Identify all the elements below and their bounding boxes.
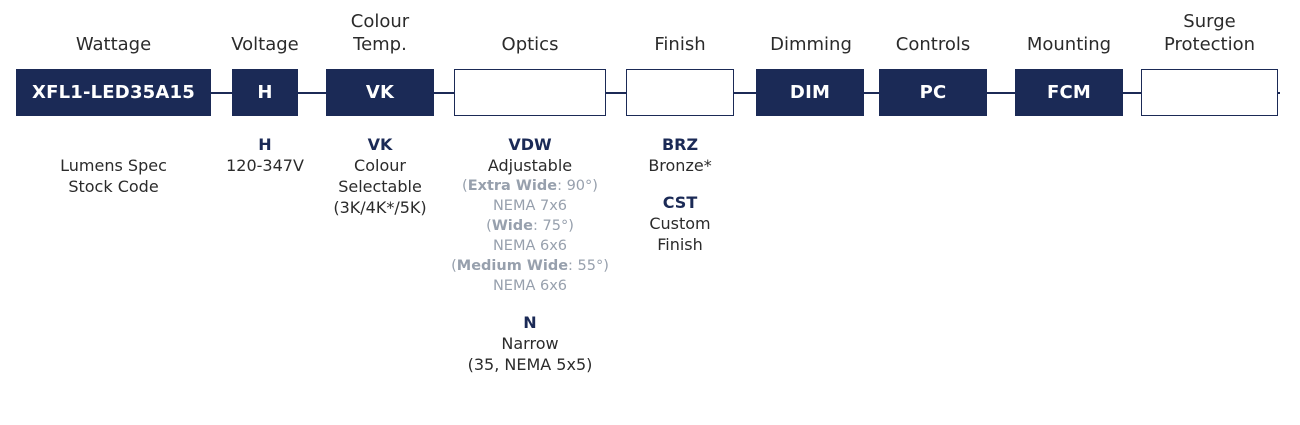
connector-line xyxy=(205,92,1280,94)
wattage-line2: Stock Code xyxy=(68,177,159,196)
heading-controls: Controls xyxy=(895,34,971,55)
heading-mounting: Mounting xyxy=(1026,34,1112,55)
heading-wattage: Wattage xyxy=(75,34,152,55)
colour-temp-code: VK xyxy=(367,135,393,154)
options-colour-temp: VK Colour Selectable (3K/4K*/5K) xyxy=(316,134,444,218)
box-finish[interactable] xyxy=(626,69,734,116)
voltage-code: H xyxy=(258,135,272,154)
box-voltage: H xyxy=(232,69,298,116)
heading-optics: Optics xyxy=(501,34,559,55)
heading-voltage: Voltage xyxy=(231,34,299,55)
box-surge-protection[interactable] xyxy=(1141,69,1278,116)
box-wattage: XFL1-LED35A15 xyxy=(16,69,211,116)
colour-temp-line2: Selectable xyxy=(338,177,422,196)
voltage-desc: 120-347V xyxy=(226,156,304,175)
colour-temp-line3: (3K/4K*/5K) xyxy=(333,198,427,217)
finish-cst-code: CST xyxy=(662,193,698,212)
box-colour-temp: VK xyxy=(326,69,434,116)
optics-wide: (Wide: 75°) xyxy=(486,218,574,234)
options-optics: VDW Adjustable (Extra Wide: 90°) NEMA 7x… xyxy=(440,134,620,375)
wattage-line1: Lumens Spec xyxy=(60,156,167,175)
optics-n-desc: Narrow xyxy=(501,334,559,353)
optics-medium-wide: (Medium Wide: 55°) xyxy=(451,258,609,274)
finish-brz-code: BRZ xyxy=(661,135,699,154)
heading-finish: Finish xyxy=(654,34,706,55)
finish-brz-desc: Bronze* xyxy=(648,156,712,175)
options-wattage: Lumens Spec Stock Code xyxy=(16,155,211,197)
box-mounting: FCM xyxy=(1015,69,1123,116)
optics-medium-wide-nema: NEMA 6x6 xyxy=(492,278,568,294)
optics-n-detail: (35, NEMA 5x5) xyxy=(467,355,593,374)
finish-cst-line2: Finish xyxy=(657,235,703,254)
options-finish: BRZ Bronze* CST Custom Finish xyxy=(615,134,745,255)
optics-extra-wide-nema: NEMA 7x6 xyxy=(492,198,568,214)
options-voltage: H 120-347V xyxy=(215,134,315,176)
optics-wide-nema: NEMA 6x6 xyxy=(492,238,568,254)
box-dimming: DIM xyxy=(756,69,864,116)
box-optics[interactable] xyxy=(454,69,606,116)
box-controls: PC xyxy=(879,69,987,116)
optics-n-code: N xyxy=(523,313,537,332)
optics-vdw-code: VDW xyxy=(508,135,552,154)
colour-temp-line1: Colour xyxy=(354,156,406,175)
heading-dimming: Dimming xyxy=(770,34,852,55)
optics-vdw-desc: Adjustable xyxy=(487,156,573,175)
finish-cst-line1: Custom xyxy=(649,214,711,233)
optics-extra-wide: (Extra Wide: 90°) xyxy=(462,178,598,194)
